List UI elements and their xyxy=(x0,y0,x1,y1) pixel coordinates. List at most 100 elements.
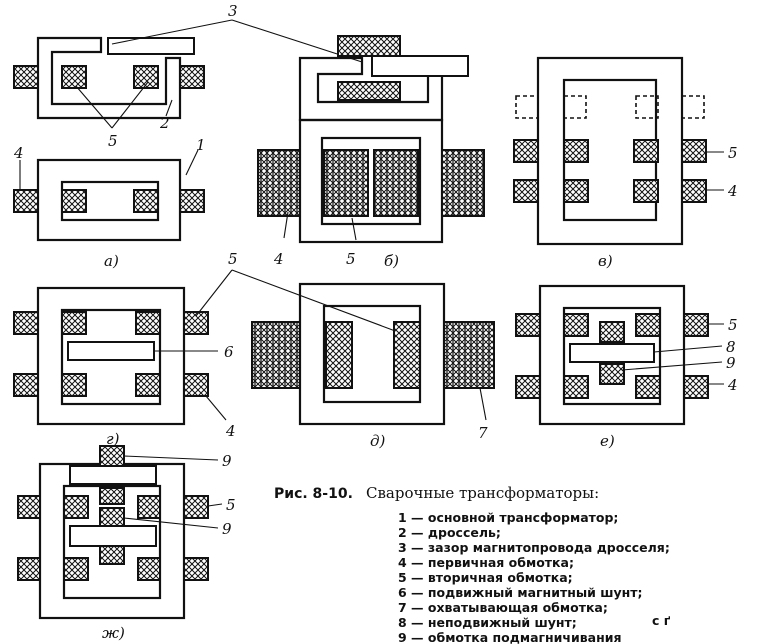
gap-bar-b xyxy=(371,55,469,77)
panel-label-e: е) xyxy=(600,432,615,450)
coil-a-top-right-outer xyxy=(179,65,205,89)
coil-b-right-outer xyxy=(441,149,485,217)
coil-a-bot-right-inner xyxy=(133,189,159,213)
label-4-b: 4 xyxy=(273,250,284,268)
legend-item-5: 5 — вторичная обмотка; xyxy=(398,570,573,585)
coil-g-l1i xyxy=(61,311,87,335)
coil-zh-center xyxy=(99,507,125,527)
panel-v: 5 4 в) xyxy=(513,56,738,270)
core-e-outer xyxy=(538,284,686,426)
coil-g-r1i xyxy=(135,311,161,335)
label-5-v: 5 xyxy=(728,144,738,162)
coil-e-l1o xyxy=(515,313,541,337)
coil-e-r1o xyxy=(683,313,709,337)
coil-v-r2o xyxy=(681,179,707,203)
label-9-zh-mid: 9 xyxy=(222,520,232,538)
coil-b-mid xyxy=(337,81,401,101)
coil-zh-r2o xyxy=(183,557,209,581)
label-4-g: 4 xyxy=(225,422,236,440)
label-4-a: 4 xyxy=(13,144,24,162)
panel-a: 5 2 4 1 а) xyxy=(13,36,206,270)
core-e-inner xyxy=(562,306,662,406)
coil-zh-r1i xyxy=(137,495,161,519)
coil-d-left-outer xyxy=(251,321,301,389)
shunt-g xyxy=(67,341,155,361)
fixed-shunt-e xyxy=(569,343,655,363)
coil-v-l2o xyxy=(513,179,539,203)
panel-g: 6 4 г) xyxy=(13,286,236,448)
figure-caption: Рис. 8-10. Сварочные трансформаторы: xyxy=(274,484,599,502)
caption-number: Рис. 8-10. xyxy=(274,486,353,502)
coil-e-r2i xyxy=(635,375,661,399)
coil-g-l2o xyxy=(13,373,39,397)
label-2-a: 2 xyxy=(159,114,170,132)
panel-label-d: д) xyxy=(370,432,386,450)
coil-a-top-right-inner xyxy=(133,65,159,89)
coil-zh-l2i xyxy=(63,557,89,581)
coil-e-l2o xyxy=(515,375,541,399)
dashed-coil-v-right-inner xyxy=(635,95,659,119)
panel-label-g: г) xyxy=(106,430,120,448)
coil-b-right-inner xyxy=(373,149,419,217)
coil-g-r2o xyxy=(183,373,209,397)
panel-label-b: б) xyxy=(384,252,399,270)
panel-label-zh: ж) xyxy=(102,624,125,642)
core-g-outer xyxy=(36,286,186,426)
coil-a-top-left-outer xyxy=(13,65,39,89)
coil-b-top xyxy=(337,35,401,57)
label-4-v: 4 xyxy=(727,182,738,200)
coil-e-r2o xyxy=(683,375,709,399)
label-5-zh: 5 xyxy=(226,496,236,514)
coil-b-left-outer xyxy=(257,149,301,217)
label-1-a: 1 xyxy=(196,136,206,154)
legend-item-7: 7 — охватывающая обмотка; xyxy=(398,600,608,615)
coil-d-right-outer xyxy=(443,321,495,389)
coil-v-l1o xyxy=(513,139,539,163)
choke-core-a xyxy=(36,36,182,120)
dashed-coil-v-left-inner xyxy=(563,95,587,119)
label-9-e: 9 xyxy=(726,354,736,372)
legend-item-6: 6 — подвижный магнитный шунт; xyxy=(398,585,643,600)
coil-g-l2i xyxy=(61,373,87,397)
coil-v-l2i xyxy=(563,179,589,203)
legend-item-8: 8 — неподвижный шунт; xyxy=(398,615,577,630)
coil-d-left-inner xyxy=(325,321,353,389)
core-v-outer xyxy=(536,56,684,246)
dashed-coil-v-right-outer xyxy=(681,95,705,119)
coil-a-top-left-inner xyxy=(61,65,87,89)
label-6-g: 6 xyxy=(224,343,234,361)
legend-item-9: 9 — обмотка подмагничивания xyxy=(398,630,622,644)
panel-label-a: а) xyxy=(104,252,119,270)
coil-zh-l1i xyxy=(63,495,89,519)
coil-v-r1o xyxy=(681,139,707,163)
coil-a-bot-right-outer xyxy=(179,189,205,213)
coil-zh-top-center xyxy=(99,445,125,467)
label-8-e: 8 xyxy=(726,338,736,356)
svg-text:3: 3 xyxy=(228,2,238,20)
label-7-d: 7 xyxy=(478,424,488,442)
legend-item-3: 3 — зазор магнитопровода дросселя; xyxy=(398,540,670,555)
coil-v-r1i xyxy=(633,139,659,163)
legend-item-1: 1 — основной трансформатор; xyxy=(398,510,618,525)
coil-zh-lower-center xyxy=(99,545,125,565)
coil-zh-l1o xyxy=(17,495,41,519)
coil-d-right-inner xyxy=(393,321,421,389)
label-5-b: 5 xyxy=(346,250,356,268)
coil-g-r1o xyxy=(183,311,209,335)
label-9-zh-top: 9 xyxy=(222,452,232,470)
coil-g-r2i xyxy=(135,373,161,397)
coil-e-r1i xyxy=(635,313,661,337)
panel-d: 7 д) xyxy=(251,282,495,450)
caption-title: Сварочные трансформаторы: xyxy=(366,484,599,502)
coil-zh-l2o xyxy=(17,557,41,581)
coil-e-bottom-center xyxy=(599,363,625,385)
panel-b: 4 5 б) xyxy=(257,35,485,270)
svg-text:5: 5 xyxy=(228,250,238,268)
label-4-e: 4 xyxy=(727,376,738,394)
coil-b-left-inner xyxy=(323,149,369,217)
shunt-zh-top xyxy=(69,465,157,485)
coil-zh-upper-center xyxy=(99,487,125,505)
secondary-label-5-shared: 5 xyxy=(195,250,399,333)
legend-item-4: 4 — первичная обмотка; xyxy=(398,555,574,570)
